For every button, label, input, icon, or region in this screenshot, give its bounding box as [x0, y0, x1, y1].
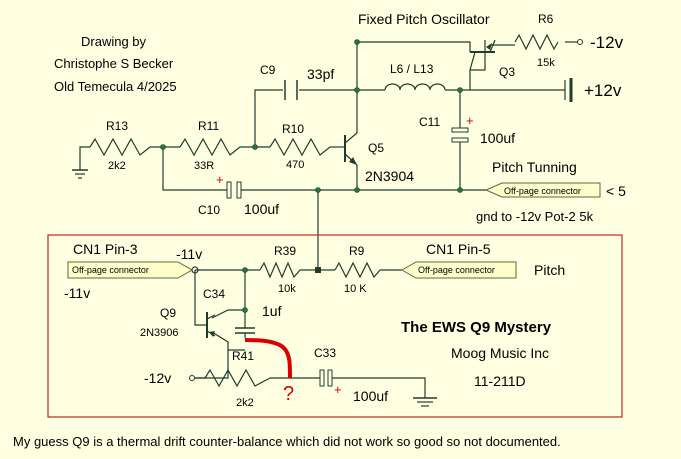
mystery-highlight-box — [47, 234, 623, 418]
label-q9: Q9 — [160, 306, 176, 320]
value-r13: 2k2 — [108, 160, 126, 172]
off-page-connector-cn1-pin3 — [67, 261, 194, 279]
cn1-pin5-connector-label: Off-page connector — [418, 265, 495, 275]
ground-symbol-c33 — [413, 397, 437, 407]
pitch-tuning-arrow: < 5 — [606, 183, 626, 199]
resistor-r39 — [259, 261, 301, 279]
rail-neg11-node: -11v — [176, 246, 202, 262]
label-r41: R41 — [232, 349, 254, 363]
capacitor-c10 — [226, 181, 242, 199]
rail-pos12: +12v — [584, 81, 622, 100]
junction-nodes — [160, 39, 463, 313]
pitch-tuning-label: Pitch Tunning — [492, 159, 577, 175]
capacitor-c33 — [319, 369, 333, 387]
terminal-neg12-bottom — [189, 375, 195, 381]
polarity-c11: + — [466, 113, 474, 128]
label-r39: R39 — [274, 244, 296, 258]
polarity-c33: + — [334, 382, 342, 397]
label-q3: Q3 — [499, 65, 515, 79]
value-q9: 2N3906 — [140, 327, 179, 339]
value-q5: 2N3904 — [365, 168, 414, 184]
pitch-tuning-connector-label: Off-page connector — [504, 186, 581, 196]
label-c34: C34 — [203, 287, 225, 301]
value-r11: 33R — [194, 160, 214, 172]
resistor-r9 — [334, 261, 381, 279]
value-r6: 15k — [537, 57, 555, 69]
capacitor-c34 — [235, 327, 255, 334]
polarity-c10: + — [216, 172, 224, 187]
label-l6: L6 / L13 — [390, 62, 434, 76]
resistor-r10 — [269, 137, 331, 157]
label-c33: C33 — [314, 346, 336, 360]
wires — [79, 40, 578, 398]
mystery-wire — [244, 338, 292, 379]
label-c10: C10 — [198, 203, 220, 217]
label-c9: C9 — [260, 63, 276, 77]
credits-line2: Christophe S Becker — [54, 56, 174, 71]
value-c33: 100uf — [353, 388, 388, 404]
rail-neg12-bottom: -12v — [144, 370, 171, 386]
resistor-r6 — [514, 33, 583, 51]
value-c10: 100uf — [244, 201, 279, 217]
inductor-l6 — [384, 83, 446, 91]
label-r11: R11 — [198, 119, 219, 133]
rail-neg12-top: -12v — [590, 33, 624, 52]
resistor-r41 — [204, 368, 271, 388]
resistor-r11 — [179, 137, 241, 157]
value-r39: 10k — [278, 283, 296, 295]
transistor-q9 — [202, 312, 216, 338]
label-r13: R13 — [106, 119, 128, 133]
label-r9: R9 — [349, 244, 365, 258]
value-c34: 1uf — [262, 303, 282, 319]
value-r9: 10 K — [344, 283, 367, 295]
credits-line3: Old Temecula 4/2025 — [54, 79, 177, 94]
off-page-connector-cn1-pin5 — [400, 261, 517, 279]
transistor-q3 — [469, 39, 496, 71]
footer-note: My guess Q9 is a thermal drift counter-b… — [13, 434, 561, 449]
transistor-q5 — [344, 132, 358, 166]
cn1-pin3-label: CN1 Pin-3 — [73, 241, 138, 257]
label-r10: R10 — [282, 122, 304, 136]
mystery-maker: Moog Music Inc — [451, 345, 549, 361]
cn1-pin5-label: CN1 Pin-5 — [426, 241, 491, 257]
mystery-title: The EWS Q9 Mystery — [401, 319, 552, 336]
value-c9: 33pf — [307, 66, 334, 82]
ground-symbol-r13 — [72, 169, 88, 179]
mystery-part: 11-211D — [474, 373, 526, 389]
off-page-connector-pitch-tuning — [484, 182, 601, 198]
resistor-r13 — [89, 137, 151, 157]
mystery-question-mark: ? — [283, 383, 294, 405]
label-c11: C11 — [419, 115, 440, 129]
rail-neg11-left: -11v — [64, 285, 90, 301]
pitch-label: Pitch — [534, 262, 565, 278]
section-title: Fixed Pitch Oscillator — [358, 11, 490, 27]
value-r41: 2k2 — [236, 397, 254, 409]
cn1-pin3-connector-label: Off-page connector — [72, 265, 149, 275]
credits-line1: Drawing by — [81, 34, 147, 49]
label-r6: R6 — [538, 12, 554, 26]
capacitor-c9 — [284, 80, 298, 100]
capacitor-c11 — [451, 127, 469, 143]
value-r10: 470 — [286, 159, 304, 171]
pitch-tuning-note: gnd to -12v Pot-2 5k — [476, 209, 594, 224]
label-q5: Q5 — [368, 141, 384, 155]
value-c11: 100uf — [480, 130, 515, 146]
